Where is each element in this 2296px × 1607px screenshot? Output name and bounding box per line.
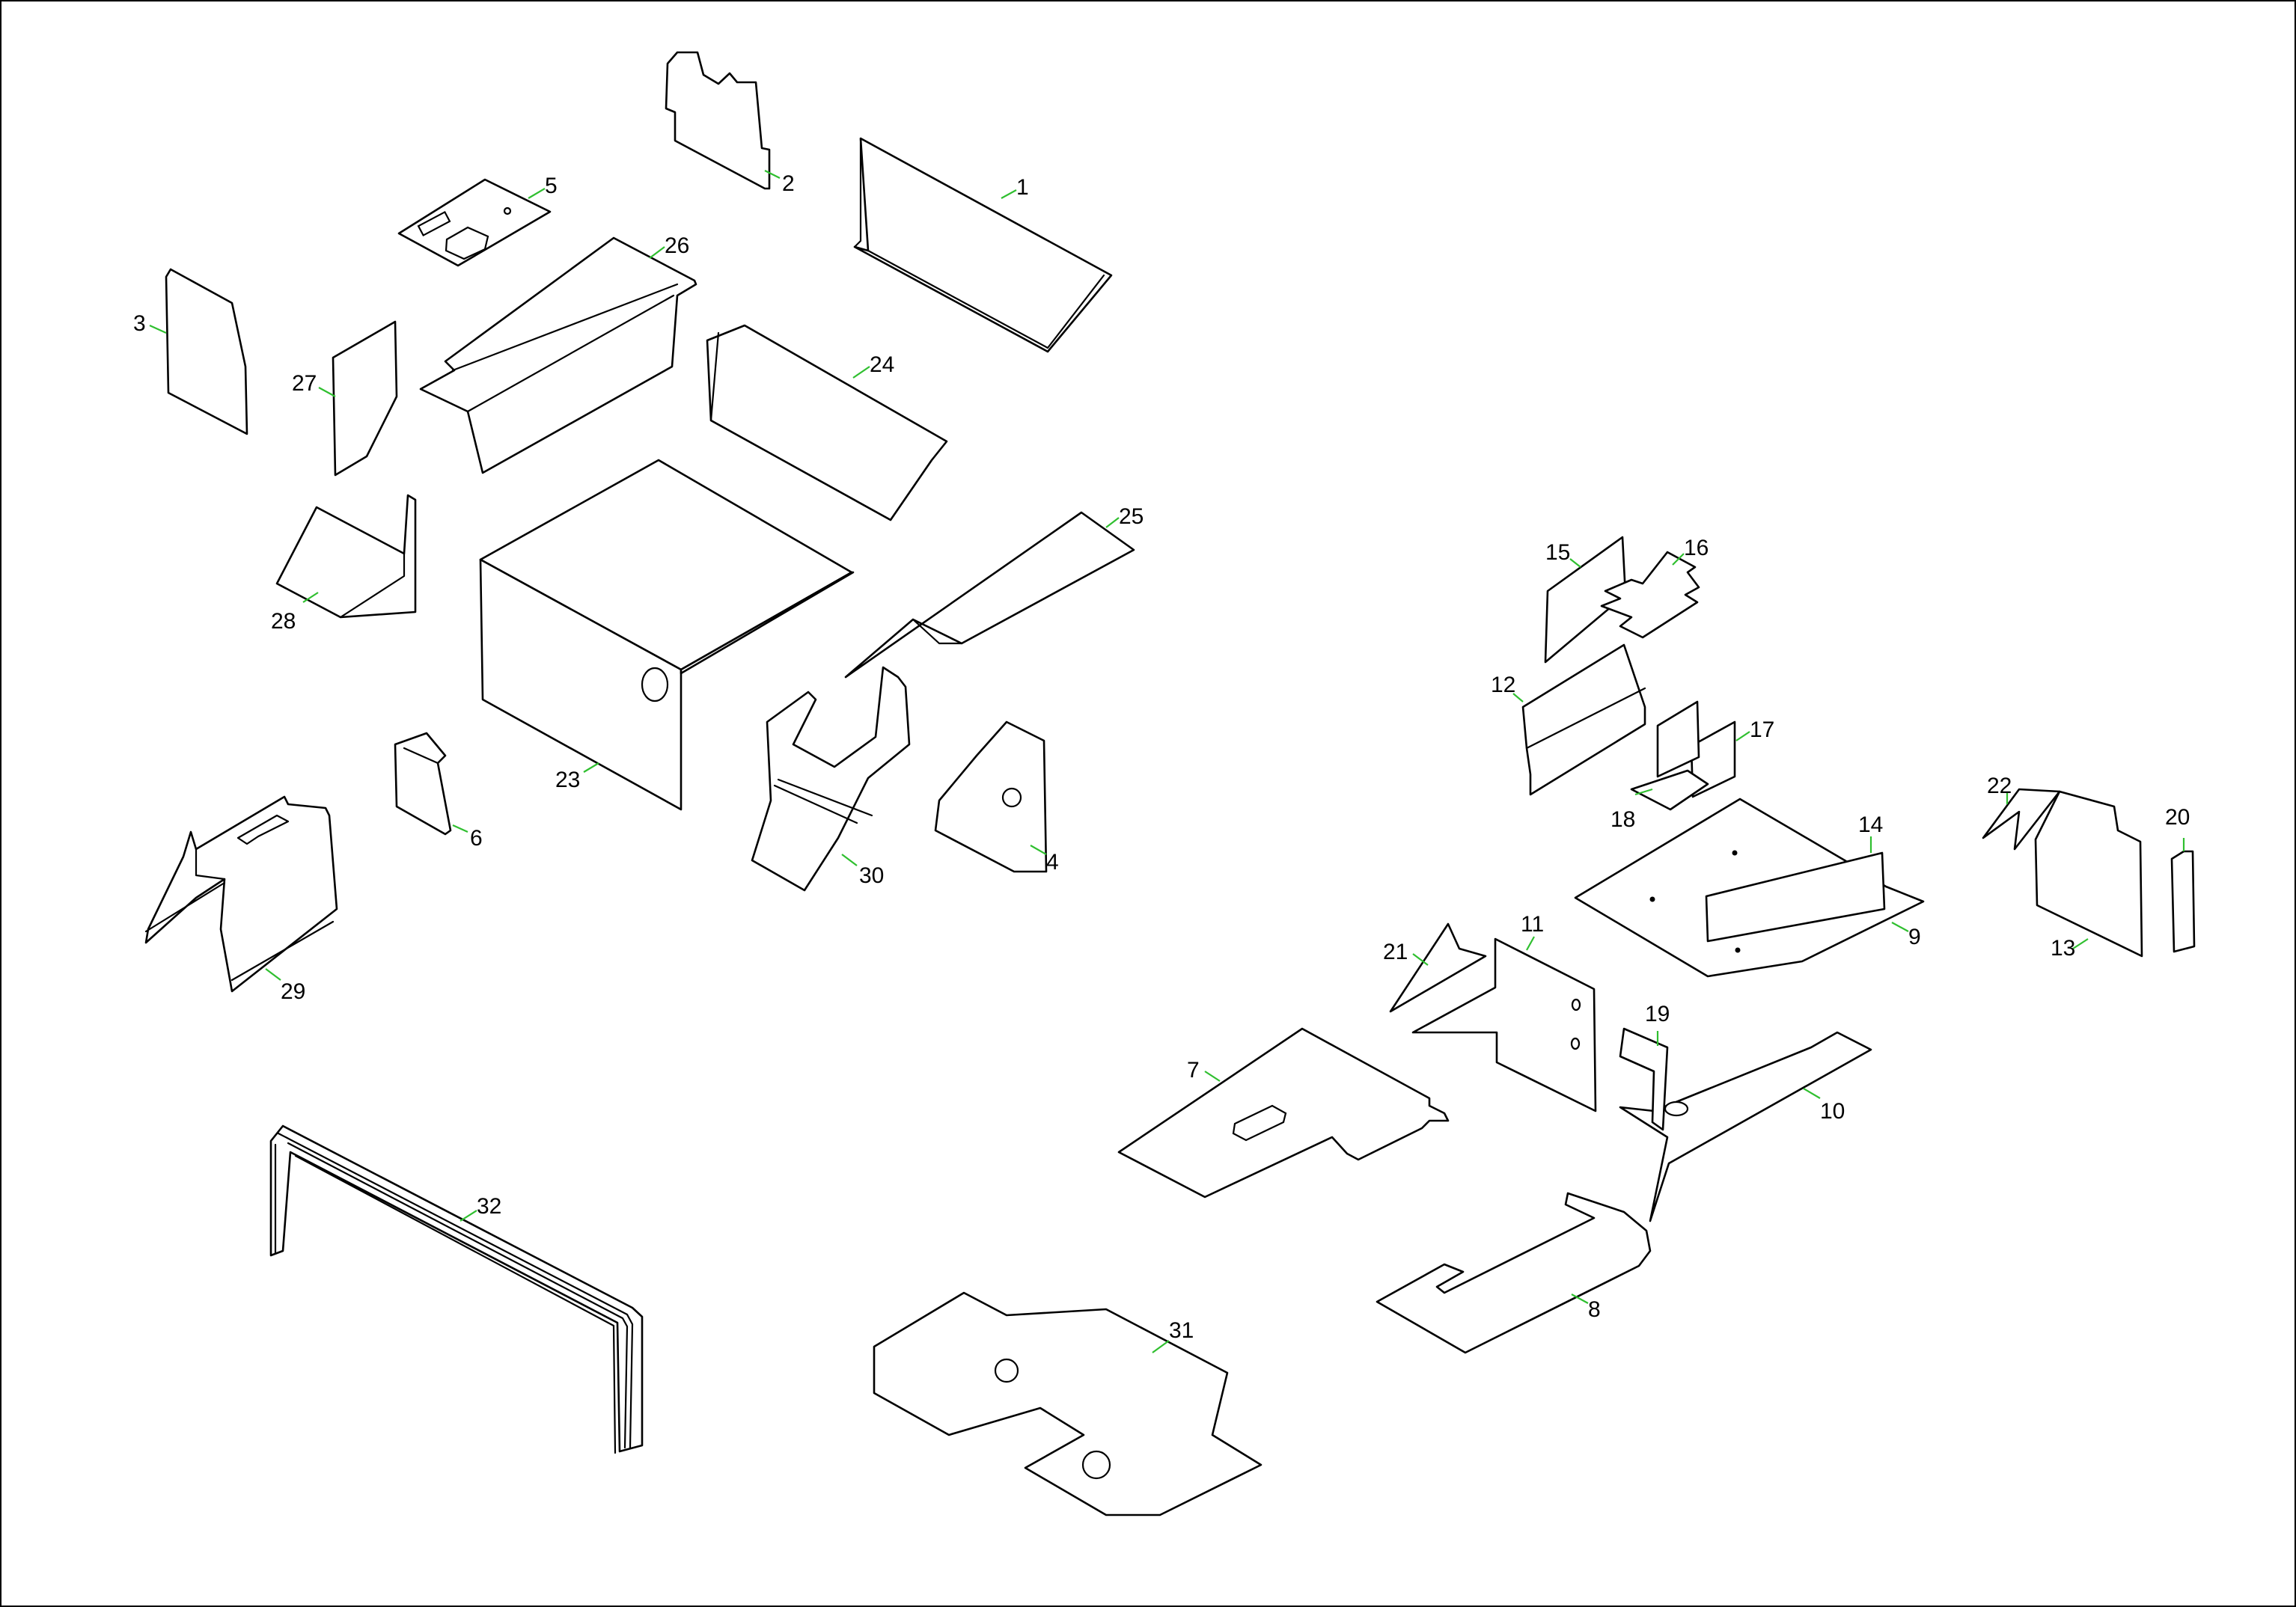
callout-28: 28 (271, 609, 296, 634)
callout-11: 11 (1521, 912, 1544, 937)
part-25: 25 (844, 504, 1144, 679)
callout-5: 5 (545, 174, 558, 198)
callout-12: 12 (1491, 673, 1515, 697)
part-18: 18 (1610, 700, 1709, 832)
callout-1: 1 (1016, 175, 1029, 200)
part-10: 10 (1619, 1031, 1872, 1222)
part-27: 27 (292, 320, 398, 477)
part-23: 23 (479, 459, 855, 811)
callout-4: 4 (1046, 850, 1059, 875)
part-16: 16 (1600, 536, 1709, 639)
callout-30: 30 (859, 863, 884, 888)
part-2: 2 (665, 51, 795, 196)
part-26: 26 (419, 233, 697, 474)
part-14: 14 (1705, 812, 1886, 943)
callout-6: 6 (470, 826, 483, 851)
callout-22: 22 (1987, 774, 2012, 798)
callout-10: 10 (1820, 1099, 1845, 1124)
part-31: 31 (873, 1291, 1263, 1516)
callout-20: 20 (2165, 805, 2190, 830)
part-4: 4 (934, 720, 1059, 875)
part-29: 29 (144, 795, 338, 1004)
part-17: 17 (1690, 717, 1774, 798)
callout-8: 8 (1588, 1297, 1601, 1322)
part-20: 20 (2165, 805, 2196, 953)
callout-26: 26 (665, 233, 689, 258)
part-15: 15 (1544, 536, 1627, 664)
part-32: 32 (269, 1124, 644, 1454)
callout-29: 29 (281, 979, 305, 1004)
part-21: 21 (1383, 922, 1487, 1013)
part-30: 30 (751, 666, 911, 892)
part-22: 22 (1982, 774, 2061, 851)
callout-19: 19 (1645, 1002, 1670, 1026)
callout-32: 32 (477, 1194, 501, 1219)
part-12: 12 (1491, 643, 1646, 796)
callout-21: 21 (1383, 940, 1408, 964)
callout-14: 14 (1858, 812, 1883, 837)
callout-18: 18 (1610, 807, 1635, 832)
callout-27: 27 (292, 371, 317, 396)
part-3: 3 (133, 268, 248, 435)
callout-17: 17 (1750, 717, 1774, 742)
callout-7: 7 (1187, 1058, 1200, 1083)
part-5: 5 (397, 174, 558, 267)
part-28: 28 (271, 494, 417, 634)
part-8: 8 (1376, 1192, 1652, 1354)
callout-9: 9 (1908, 925, 1921, 949)
callout-24: 24 (870, 352, 894, 377)
callout-23: 23 (555, 768, 580, 792)
callout-16: 16 (1684, 536, 1709, 560)
part-13: 13 (2034, 790, 2143, 961)
part-24: 24 (706, 324, 948, 521)
part-11: 11 (1411, 912, 1597, 1112)
part-1: 1 (853, 137, 1113, 353)
callout-3: 3 (133, 311, 146, 336)
part-6: 6 (394, 732, 483, 851)
part-7: 7 (1117, 1027, 1450, 1199)
callout-15: 15 (1545, 540, 1570, 565)
callout-2: 2 (782, 171, 795, 196)
callout-13: 13 (2051, 936, 2075, 961)
callout-25: 25 (1119, 504, 1144, 529)
callout-31: 31 (1169, 1318, 1194, 1343)
part-19: 19 (1619, 1002, 1670, 1131)
